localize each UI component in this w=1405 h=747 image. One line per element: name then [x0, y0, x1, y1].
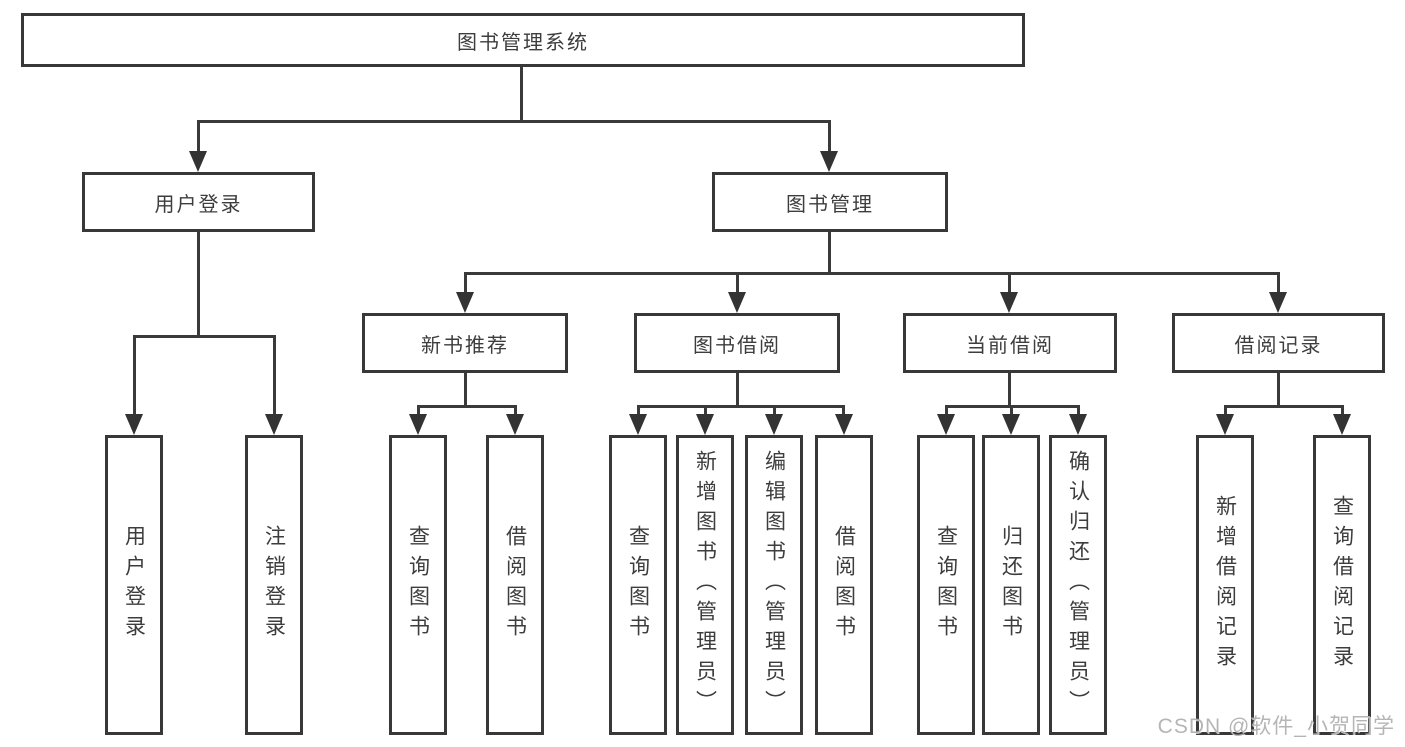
- arrow-down-icon: [629, 414, 647, 435]
- node-borrow-records: 借阅记录: [1172, 313, 1385, 373]
- connector-line: [464, 272, 1280, 275]
- leaf-label: 查询图书: [626, 525, 650, 645]
- arrow-down-icon: [937, 414, 955, 435]
- connector-line: [514, 405, 517, 417]
- leaf-label: 查询图书: [406, 525, 430, 645]
- connector-line: [773, 405, 776, 417]
- leaf-query-borrow-record: 查询借阅记录: [1313, 435, 1371, 735]
- connector-line: [736, 272, 739, 294]
- connector-line: [1341, 405, 1344, 417]
- connector-line: [842, 405, 845, 417]
- connector-line: [828, 232, 831, 272]
- connector-line: [197, 232, 200, 335]
- node-book-management: 图书管理: [712, 172, 948, 232]
- leaf-label: 编辑图书（管理员）: [762, 450, 786, 720]
- arrow-down-icon: [728, 292, 746, 313]
- leaf-edit-books-admin: 编辑图书（管理员）: [745, 435, 803, 735]
- leaf-label: 确认归还（管理员）: [1066, 450, 1090, 720]
- connector-line: [1010, 405, 1013, 417]
- leaf-label: 查询借阅记录: [1330, 495, 1354, 675]
- connector-line: [736, 373, 739, 405]
- connector-line: [417, 405, 420, 417]
- arrow-down-icon: [1069, 414, 1087, 435]
- leaf-confirm-return-admin: 确认归还（管理员）: [1049, 435, 1107, 735]
- arrow-down-icon: [506, 414, 524, 435]
- node-book-borrow: 图书借阅: [634, 313, 840, 373]
- connector-line: [828, 120, 831, 153]
- arrow-down-icon: [696, 414, 714, 435]
- leaf-label: 归还图书: [999, 525, 1023, 645]
- node-user-login: 用户登录: [82, 172, 315, 232]
- connector-line: [1008, 272, 1011, 294]
- connector-line: [1277, 272, 1280, 294]
- arrow-down-icon: [409, 414, 427, 435]
- node-label: 新书推荐: [421, 334, 509, 357]
- node-label: 图书借阅: [693, 334, 781, 357]
- leaf-query-books-1: 查询图书: [389, 435, 447, 735]
- connector-line: [197, 120, 200, 153]
- leaf-label: 查询图书: [934, 525, 958, 645]
- connector-line: [464, 272, 467, 294]
- arrow-down-icon: [456, 292, 474, 313]
- arrow-down-icon: [1269, 292, 1287, 313]
- connector-line: [273, 335, 276, 416]
- connector-line: [1277, 373, 1280, 405]
- connector-line: [704, 405, 707, 417]
- node-book-system: 图书管理系统: [21, 13, 1025, 67]
- node-label: 当前借阅: [966, 334, 1054, 357]
- leaf-label: 借阅图书: [503, 525, 527, 645]
- csdn-watermark: CSDN @软件_小贺同学: [1157, 715, 1395, 738]
- arrow-down-icon: [265, 414, 283, 435]
- leaf-label: 注销登录: [262, 525, 286, 645]
- connector-line: [637, 405, 845, 408]
- leaf-borrow-books-1: 借阅图书: [486, 435, 544, 735]
- connector-line: [133, 335, 136, 416]
- leaf-add-books-admin: 新增图书（管理员）: [676, 435, 734, 735]
- connector-line: [1224, 405, 1343, 408]
- leaf-borrow-books-2: 借阅图书: [815, 435, 873, 735]
- leaf-add-borrow-record: 新增借阅记录: [1196, 435, 1254, 735]
- connector-line: [520, 67, 523, 120]
- arrow-down-icon: [1000, 292, 1018, 313]
- node-label: 借阅记录: [1234, 334, 1323, 357]
- node-label: 图书管理系统: [457, 31, 589, 54]
- node-new-book-recommend: 新书推荐: [362, 313, 568, 373]
- arrow-down-icon: [835, 414, 853, 435]
- node-current-borrow: 当前借阅: [903, 313, 1117, 373]
- arrow-down-icon: [1002, 414, 1020, 435]
- leaf-logout: 注销登录: [245, 435, 303, 735]
- leaf-user-login: 用户登录: [105, 435, 163, 735]
- leaf-label: 新增借阅记录: [1213, 495, 1237, 675]
- connector-line: [1008, 373, 1011, 405]
- arrow-down-icon: [189, 151, 207, 172]
- connector-line: [417, 405, 517, 408]
- node-label: 图书管理: [786, 193, 874, 216]
- leaf-label: 借阅图书: [832, 525, 856, 645]
- connector-line: [133, 335, 276, 338]
- connector-line: [197, 120, 831, 123]
- node-label: 用户登录: [154, 193, 243, 216]
- connector-line: [1077, 405, 1080, 417]
- connector-line: [945, 405, 948, 417]
- leaf-query-books-2: 查询图书: [609, 435, 667, 735]
- connector-line: [1224, 405, 1227, 417]
- leaf-label: 新增图书（管理员）: [693, 450, 717, 720]
- connector-line: [464, 373, 467, 405]
- arrow-down-icon: [1333, 414, 1351, 435]
- leaf-return-books: 归还图书: [982, 435, 1040, 735]
- arrow-down-icon: [765, 414, 783, 435]
- leaf-query-books-3: 查询图书: [917, 435, 975, 735]
- arrow-down-icon: [1216, 414, 1234, 435]
- leaf-label: 用户登录: [122, 525, 146, 645]
- connector-line: [637, 405, 640, 417]
- arrow-down-icon: [820, 151, 838, 172]
- arrow-down-icon: [125, 414, 143, 435]
